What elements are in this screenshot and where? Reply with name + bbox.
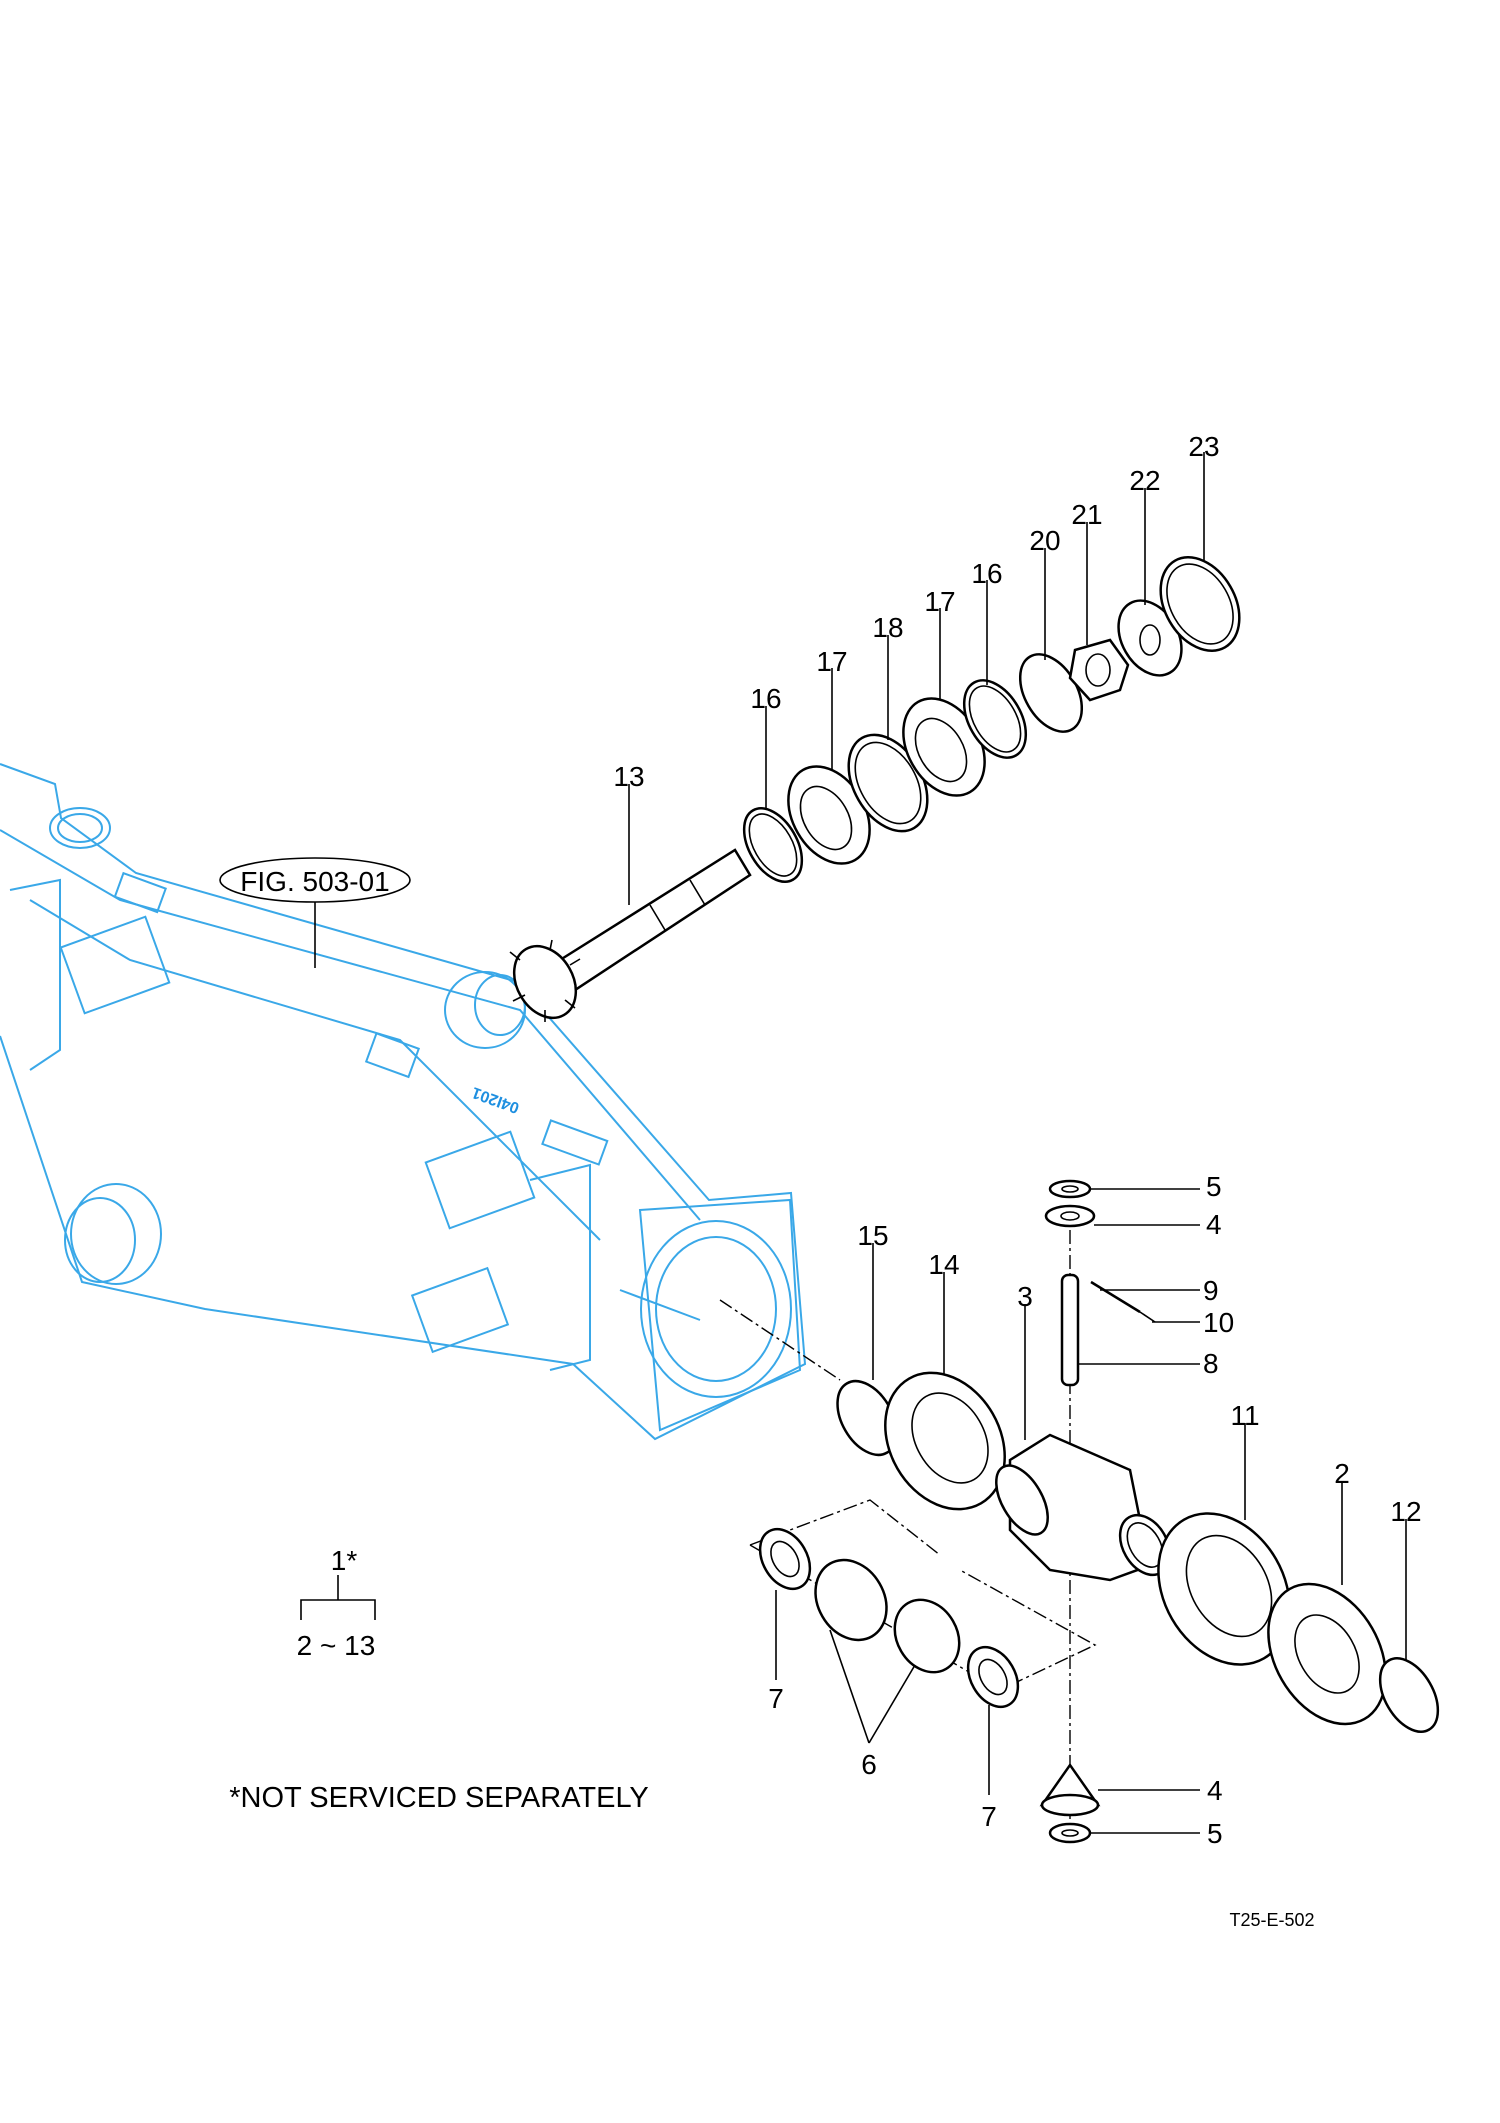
- callout-17: 17: [816, 646, 847, 677]
- pin-8: [1060, 1273, 1080, 1387]
- assembly-range: 2 ~ 13: [297, 1630, 376, 1661]
- callout-20: 20: [1029, 525, 1060, 556]
- pinion-shaft-13: [509, 848, 752, 1022]
- callout-3: 3: [1017, 1281, 1033, 1312]
- washer-5-bottom: [1048, 1822, 1092, 1844]
- service-note: *NOT SERVICED SEPARATELY: [229, 1782, 649, 1814]
- callout-18: 18: [872, 612, 903, 643]
- callout-11: 11: [1230, 1400, 1259, 1431]
- callout-14: 14: [928, 1249, 959, 1280]
- callout-4: 4: [1207, 1775, 1223, 1806]
- callout-12: 12: [1390, 1496, 1421, 1527]
- callout-8: 8: [1203, 1348, 1219, 1379]
- callout-17: 17: [924, 586, 955, 617]
- callout-7: 7: [768, 1683, 784, 1714]
- callout-5: 5: [1207, 1818, 1223, 1849]
- callout-6: 6: [861, 1749, 877, 1780]
- callout-22: 22: [1129, 465, 1160, 496]
- callout-9: 9: [1203, 1275, 1219, 1306]
- gear-4-top: [1044, 1204, 1096, 1228]
- callout-7: 7: [981, 1801, 997, 1832]
- washer-7-right: [966, 1645, 1020, 1709]
- callout-13: 13: [613, 761, 644, 792]
- callout-23: 23: [1188, 431, 1219, 462]
- callout-15: 15: [857, 1220, 888, 1251]
- pinion-gear-6b: [893, 1598, 961, 1674]
- axle-housing: 04I201: [0, 763, 807, 1441]
- stack-parts: [742, 556, 1241, 883]
- washer-5-top: [1048, 1179, 1092, 1199]
- drawing-code: T25-E-502: [1229, 1910, 1314, 1930]
- seal-2: [1267, 1582, 1387, 1726]
- differential-parts: [719, 1179, 1440, 1844]
- washer-7-left: [758, 1527, 812, 1591]
- housing-stamp: 04I201: [470, 1083, 522, 1116]
- pinion-gear-6a: [814, 1558, 888, 1642]
- callout-16: 16: [971, 558, 1002, 589]
- figure-reference-label: FIG. 503-01: [240, 866, 389, 897]
- callout-10: 10: [1203, 1307, 1234, 1338]
- callout-5: 5: [1206, 1171, 1222, 1202]
- oring-16b: [962, 679, 1028, 759]
- callout-16: 16: [750, 683, 781, 714]
- callout-labels: 23 22 21 20 16 17 18 17 16 13 5 4 9 10 8…: [229, 431, 1421, 1930]
- nut-21: [1068, 638, 1130, 702]
- callout-21: 21: [1071, 499, 1102, 530]
- figure-reference[interactable]: FIG. 503-01: [219, 857, 411, 968]
- callout-4: 4: [1206, 1209, 1222, 1240]
- callout-2: 2: [1334, 1458, 1350, 1489]
- leader-lines: [300, 452, 1407, 1834]
- oring-16: [742, 807, 804, 883]
- snap-ring-12: [1378, 1657, 1440, 1733]
- assembly-label: 1*: [331, 1545, 358, 1576]
